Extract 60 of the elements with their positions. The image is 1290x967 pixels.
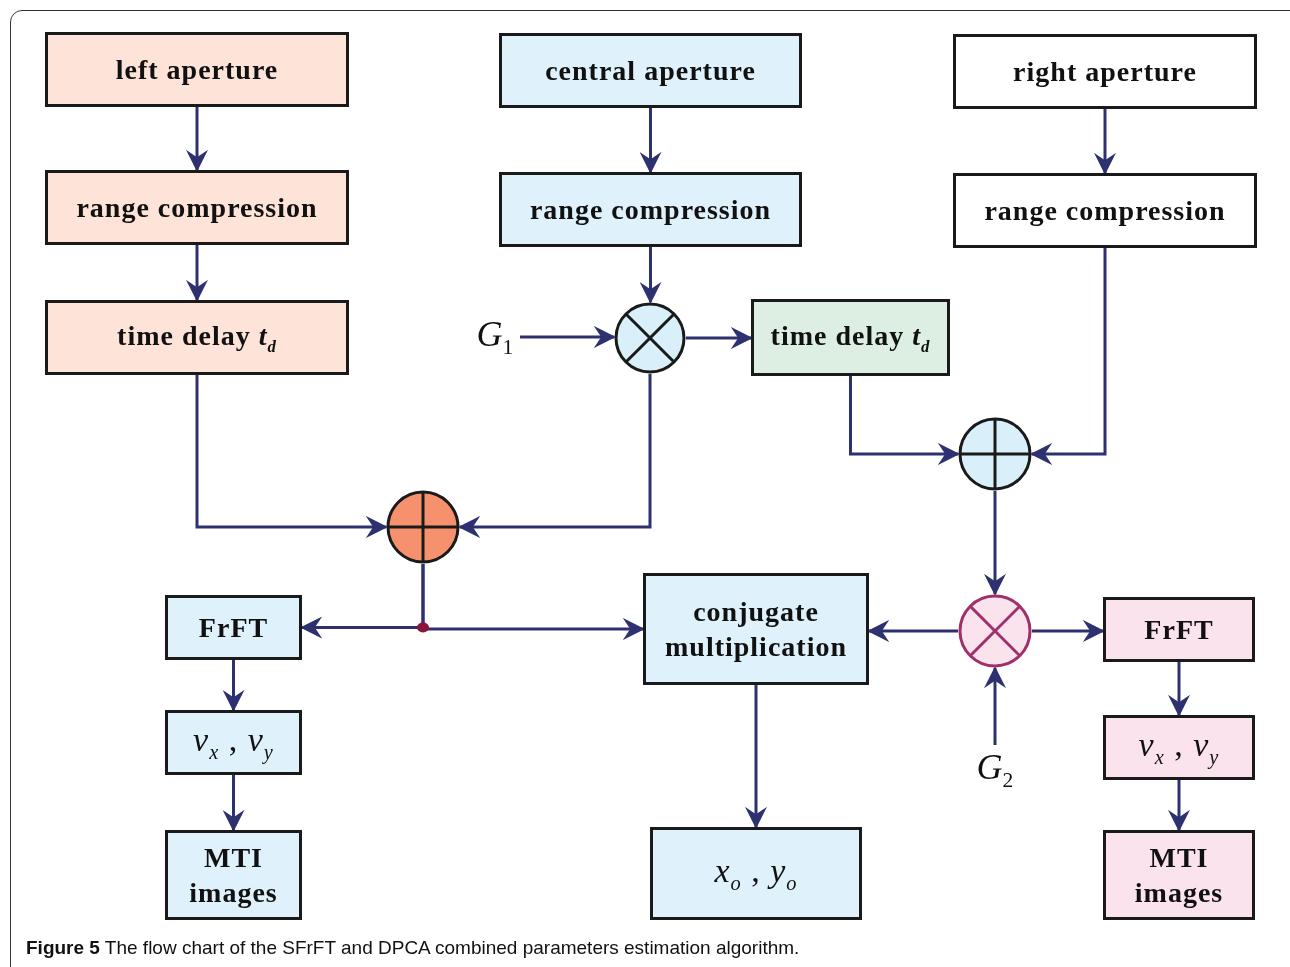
arrow — [186, 245, 208, 302]
box-label: v$_{x}$ , v$_{y}$ — [1138, 725, 1220, 771]
process-box — [499, 172, 802, 247]
box-label: time delay t$_{d}$ — [117, 318, 277, 358]
arrow — [1094, 109, 1116, 175]
process-box — [165, 830, 302, 920]
process-box — [1103, 830, 1255, 920]
arrow — [1030, 248, 1107, 465]
process-box — [643, 573, 869, 685]
process-box — [953, 34, 1257, 109]
box-label: v$_{x}$ , v$_{y}$ — [193, 720, 274, 766]
box-label: central aperture — [545, 54, 756, 88]
box-label: range compression — [984, 194, 1226, 228]
arrow — [520, 326, 616, 348]
process-box — [650, 827, 862, 920]
box-label: conjugate multiplication — [664, 595, 848, 664]
arrow — [421, 564, 645, 640]
arrow — [458, 374, 652, 538]
arrow — [222, 775, 245, 832]
box-label: time delay t$_{d}$ — [770, 318, 931, 358]
box-label: MTI images — [1133, 841, 1225, 910]
arrow — [1168, 780, 1190, 832]
process-box — [751, 299, 950, 376]
gain-label: G$_{1}$ — [476, 313, 514, 361]
arrow — [222, 660, 245, 712]
box-label: right aperture — [1013, 55, 1197, 89]
box-label: FrFT — [198, 611, 269, 645]
arrow — [1168, 662, 1190, 717]
gain-label: G$_{2}$ — [976, 746, 1014, 794]
process-box — [499, 33, 802, 108]
summation-circle — [386, 490, 460, 564]
arrow — [686, 327, 753, 349]
box-label: range compression — [76, 191, 318, 225]
process-box — [45, 170, 349, 245]
arrow — [984, 666, 1006, 745]
arrow — [984, 491, 1006, 596]
box-label: x$_{o}$ , y$_{o}$ — [714, 851, 798, 897]
arrow — [639, 247, 662, 304]
process-box — [1103, 715, 1255, 780]
arrow — [195, 375, 388, 538]
box-label: range compression — [529, 193, 772, 227]
arrow — [849, 376, 960, 465]
process-box — [165, 595, 302, 660]
process-box — [1103, 597, 1255, 662]
process-box — [45, 32, 349, 107]
arrow — [186, 107, 208, 172]
arrow — [1032, 620, 1105, 642]
summation-circle — [958, 417, 1032, 491]
box-label: MTI images — [188, 841, 279, 910]
process-box — [165, 710, 302, 775]
process-box — [45, 300, 349, 375]
multiplier-circle — [958, 594, 1032, 668]
arrow — [867, 620, 958, 642]
box-label: left aperture — [115, 53, 279, 87]
process-box — [953, 173, 1257, 248]
box-label: FrFT — [1144, 613, 1214, 647]
arrow — [639, 108, 662, 174]
multiplier-circle — [614, 302, 686, 374]
figure-caption: Figure 5 The flow chart of the SFrFT and DPCA combined parameters estimation algorithm. — [26, 937, 800, 959]
arrow — [745, 685, 767, 829]
